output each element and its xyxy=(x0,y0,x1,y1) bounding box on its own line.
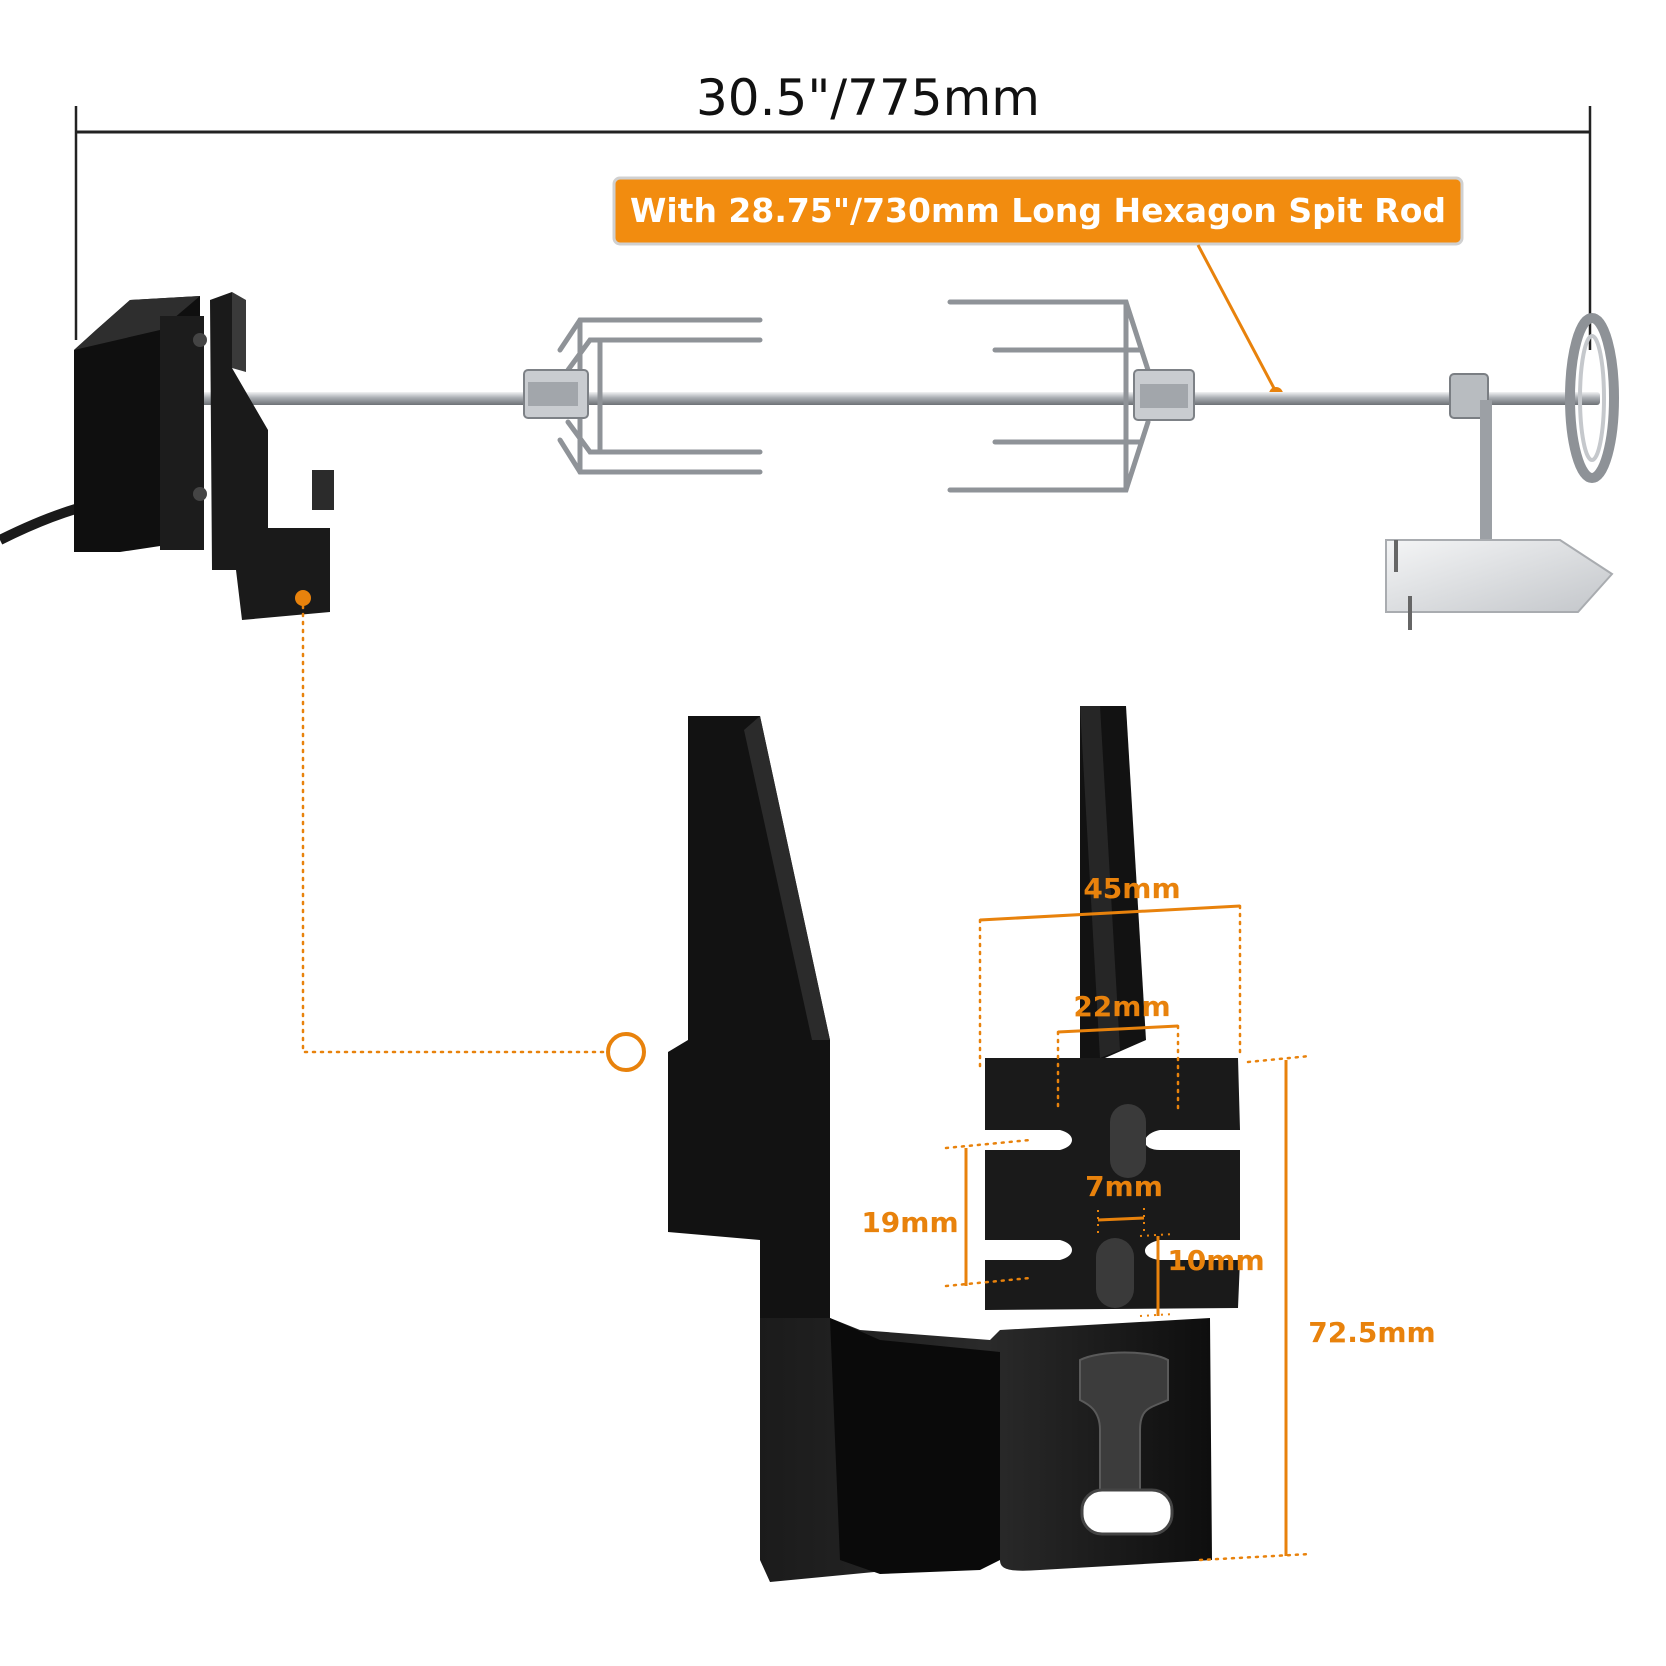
callout-leader xyxy=(1196,244,1278,393)
motor-bracket-small xyxy=(210,292,334,620)
dim-slot-height: 10mm xyxy=(1167,1244,1264,1277)
detail-leader xyxy=(301,604,646,1072)
dim-slot-width: 7mm xyxy=(1085,1170,1163,1203)
overall-dimension xyxy=(74,106,1592,350)
fork-2 xyxy=(947,299,1151,493)
dim-width-top: 45mm xyxy=(1083,872,1180,905)
callout-box xyxy=(612,176,1464,246)
motor-icon xyxy=(0,296,207,552)
bracket-icon xyxy=(668,706,1240,1582)
dimension-lines xyxy=(944,904,1312,1562)
overall-length-label: 30.5"/775mm xyxy=(696,69,1040,127)
dim-spacing: 19mm xyxy=(861,1206,958,1239)
dim-height: 72.5mm xyxy=(1308,1316,1435,1349)
spit-rod xyxy=(190,392,1600,405)
counterweight-icon xyxy=(1385,313,1619,630)
callout-text: With 28.75"/730mm Long Hexagon Spit Rod xyxy=(630,191,1446,230)
dim-width-inner: 22mm xyxy=(1073,990,1170,1023)
fork-icon xyxy=(557,317,763,475)
